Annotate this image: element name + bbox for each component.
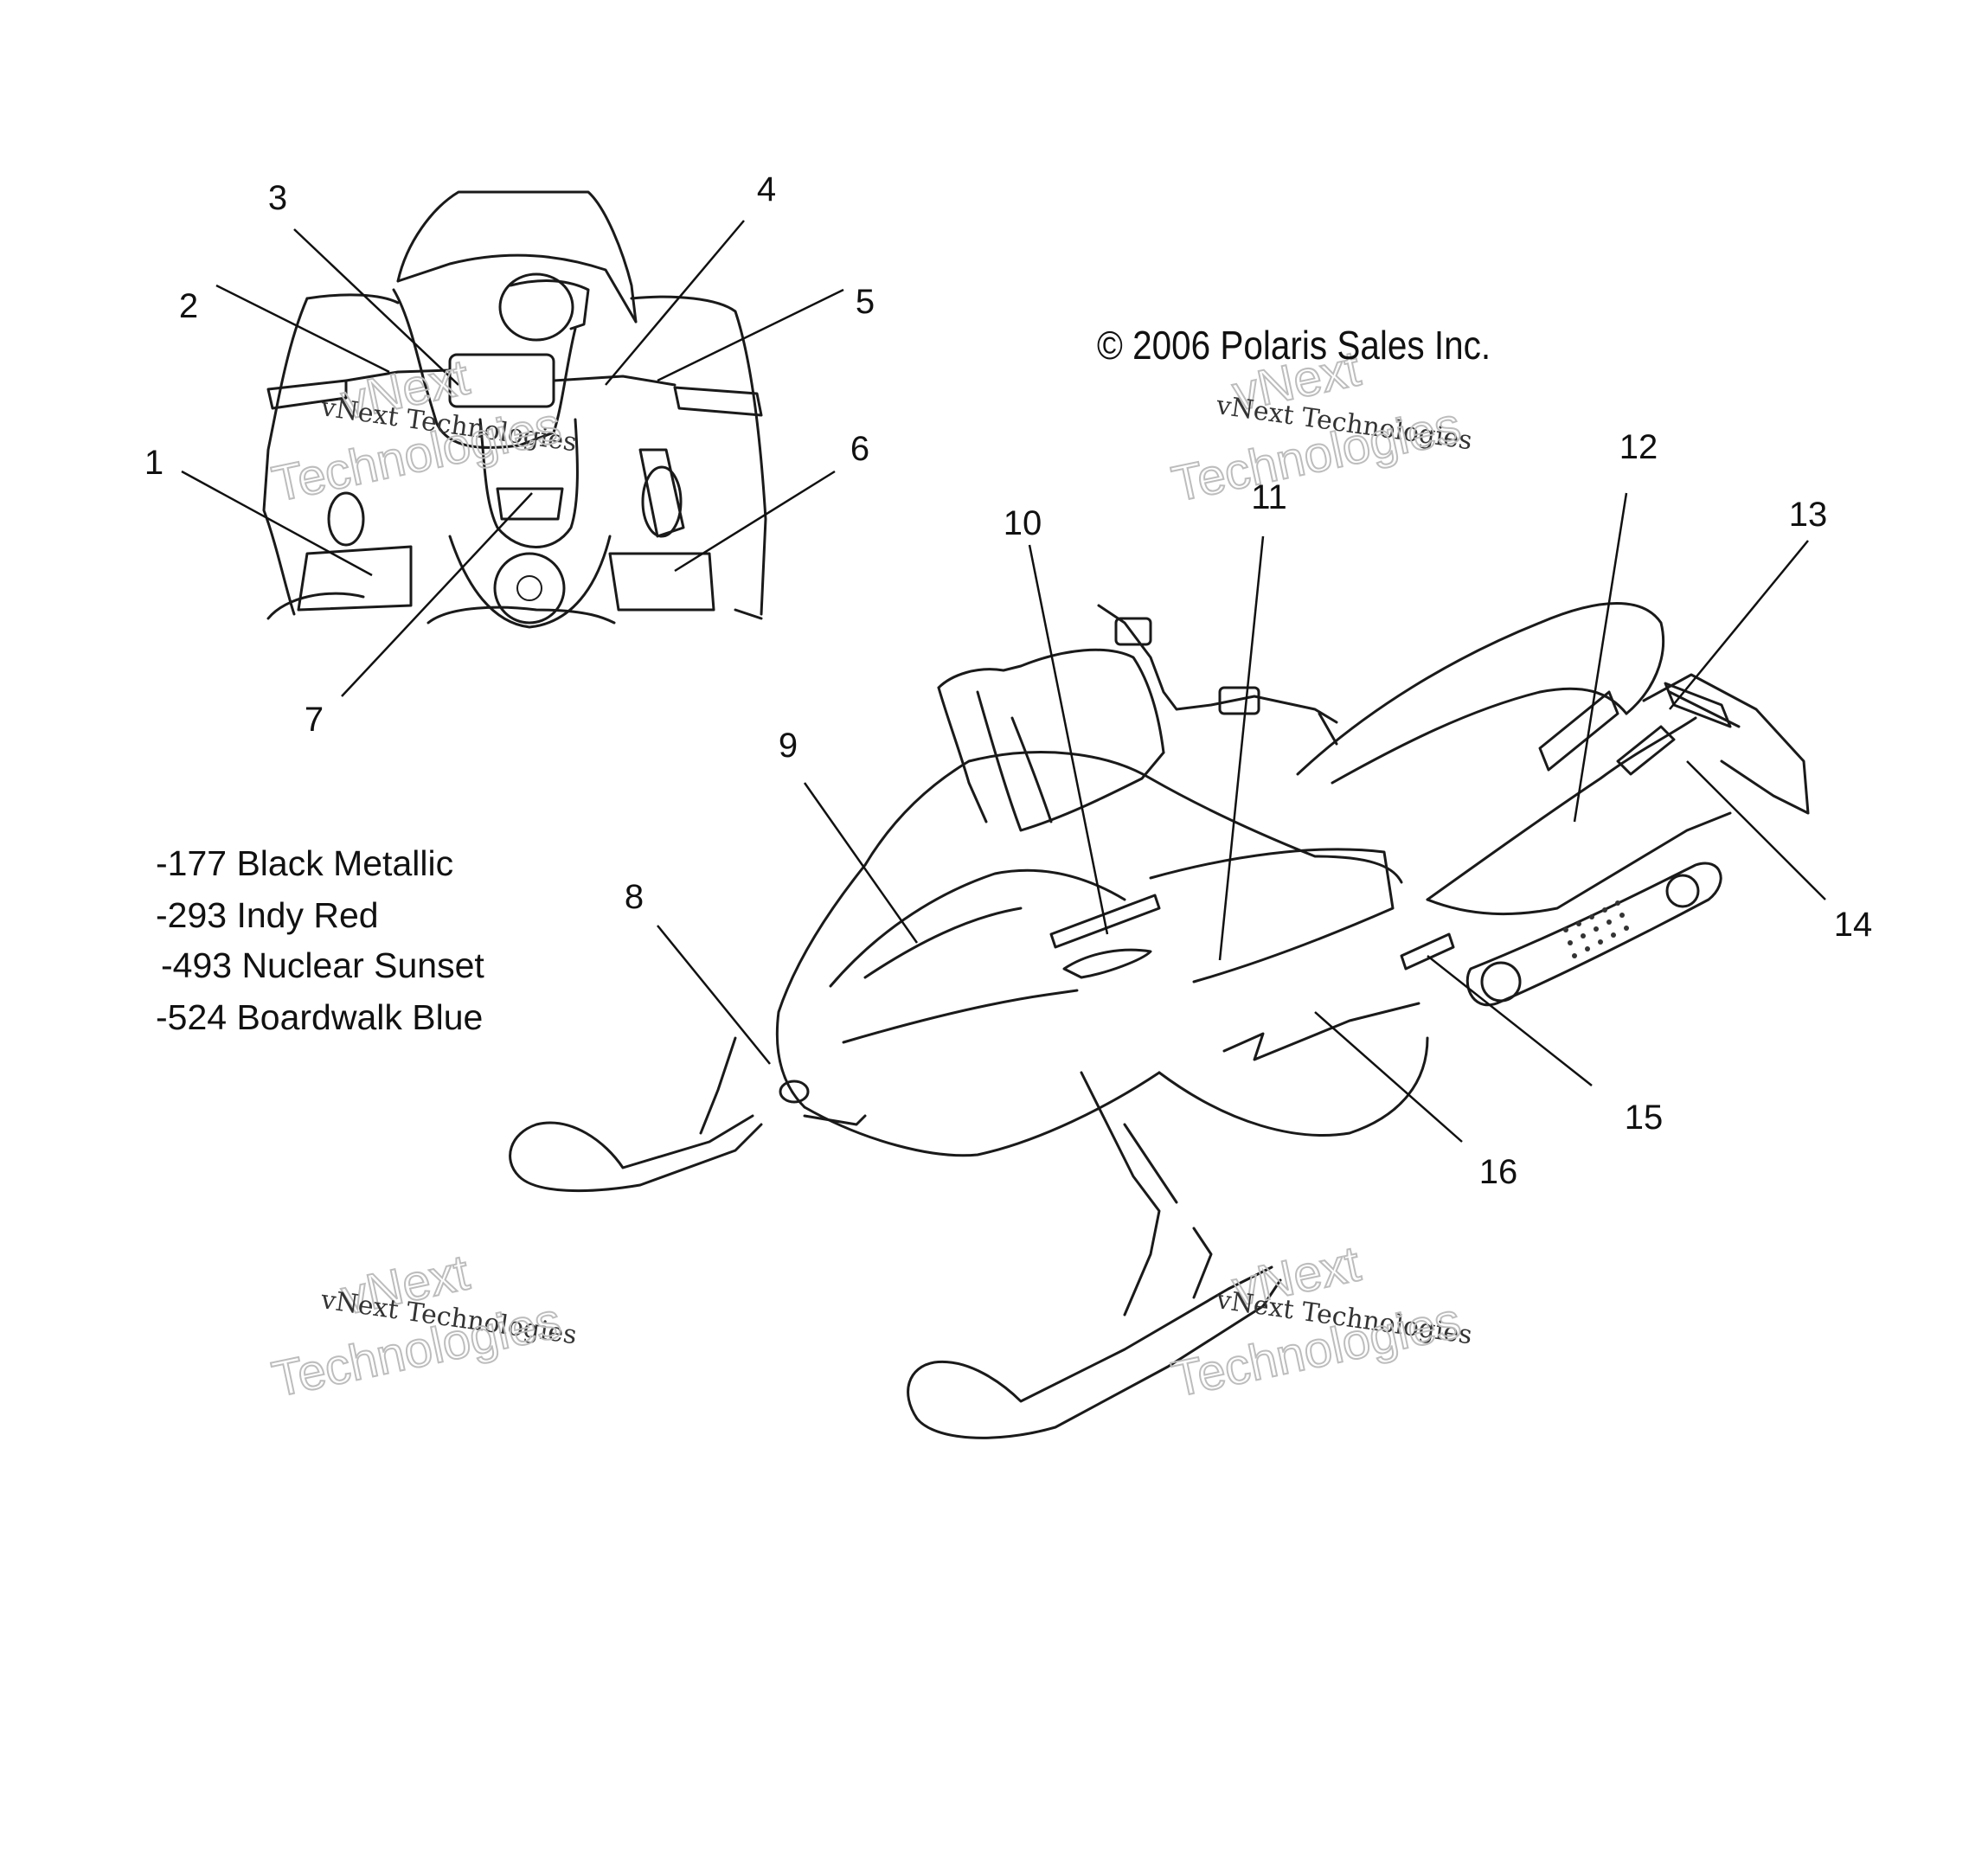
callout-1: 1 (144, 444, 164, 482)
callout-15: 15 (1625, 1099, 1664, 1137)
callout-7: 7 (305, 701, 324, 739)
snowmobile-drawing (509, 602, 1810, 1439)
color-code-4: -524 Boardwalk Blue (156, 997, 484, 1037)
callout-4: 4 (757, 170, 776, 208)
callout-14: 14 (1834, 906, 1873, 944)
callout-10: 10 (1004, 504, 1042, 542)
front-view-drawing (262, 190, 767, 629)
color-code-2: -293 Indy Red (156, 895, 379, 935)
callout-11: 11 (1251, 478, 1287, 516)
callout-numbers: 1 2 3 4 5 6 7 8 9 10 11 12 13 14 15 16 (144, 170, 1872, 1191)
leader-lines (181, 220, 1826, 1143)
callout-12: 12 (1619, 428, 1658, 466)
watermark-bottom-right: vNext vNext Technologies Technologies (1166, 1234, 1474, 1408)
color-code-3: -493 Nuclear Sunset (161, 945, 484, 985)
callout-9: 9 (779, 727, 798, 765)
perforated-panel (1563, 900, 1629, 958)
callout-6: 6 (850, 430, 869, 468)
callout-5: 5 (856, 283, 875, 321)
color-code-1: -177 Black Metallic (156, 843, 454, 883)
callout-16: 16 (1479, 1153, 1518, 1191)
callout-2: 2 (179, 287, 198, 325)
copyright-notice: © 2006 Polaris Sales Inc. (1097, 323, 1491, 368)
callout-3: 3 (268, 179, 287, 217)
callout-8: 8 (625, 878, 644, 916)
watermark-bottom-left: vNext vNext Technologies Technologies (266, 1243, 579, 1408)
callout-13: 13 (1789, 496, 1828, 534)
